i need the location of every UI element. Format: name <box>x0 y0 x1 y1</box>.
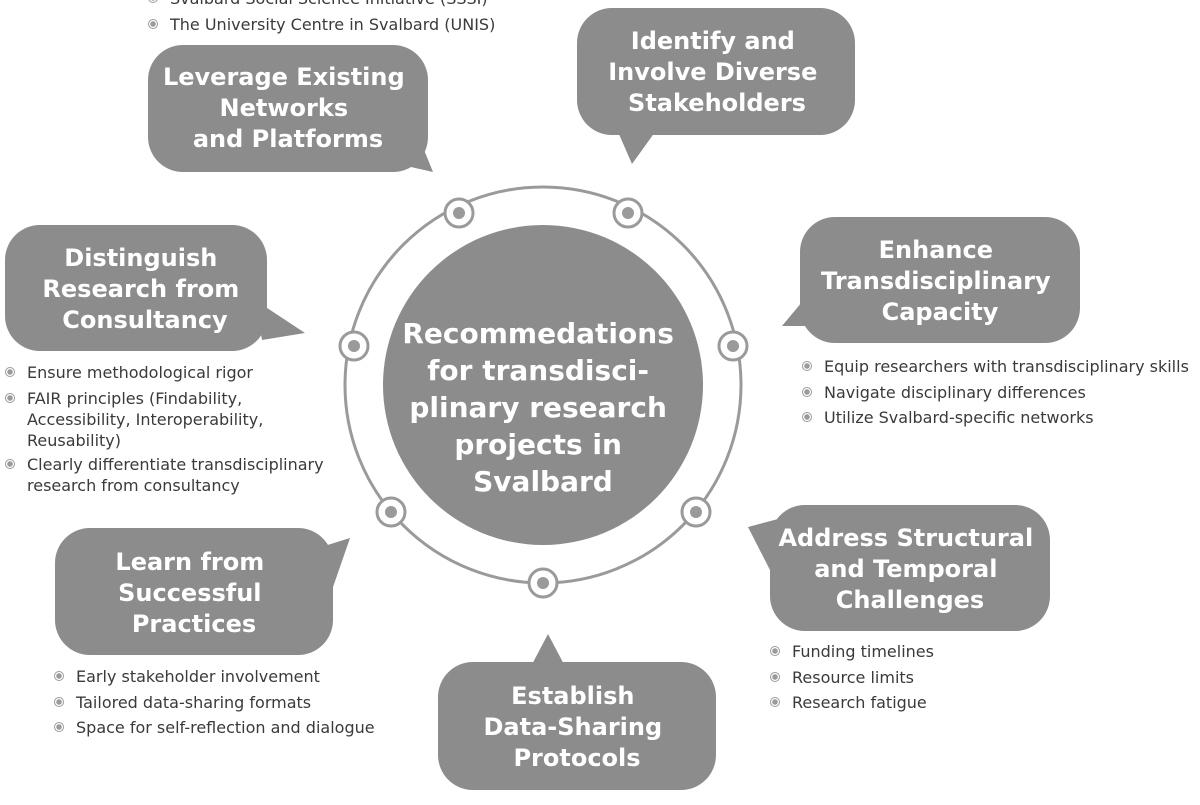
bullet-icon <box>5 458 15 469</box>
bubble-identify-stakeholders: Identify and Involve Diverse Stakeholder… <box>577 8 855 164</box>
list-item-text: Research fatigue <box>792 693 927 712</box>
ring-node-top-left <box>443 197 475 229</box>
list-item: The University Centre in Svalbard (UNIS) <box>146 12 495 38</box>
bubble-address-challenges: Address Structural and Temporal Challeng… <box>748 505 1050 631</box>
list-item-text: Early stakeholder involvement <box>76 667 320 686</box>
list-item: FAIR principles (Findability, Accessibil… <box>3 388 277 451</box>
list-item: Utilize Svalbard-specific networks <box>800 405 1189 431</box>
list-item: Tailored data-sharing formats <box>52 690 375 716</box>
ring-node-bottom-left <box>375 496 407 528</box>
bubble-identify-line: Stakeholders <box>628 89 806 117</box>
bubble-leverage-line: Networks <box>220 94 349 122</box>
list-item-text: Utilize Svalbard-specific networks <box>824 408 1094 427</box>
svg-text:Distinguish Research f: Distinguish Research from Consultancy <box>42 244 247 334</box>
bubble-learn-line: Practices <box>132 610 256 638</box>
bubble-address-line: and Temporal <box>814 555 997 583</box>
list-item: Ensure methodological rigor <box>3 360 343 386</box>
bullet-icon <box>54 722 64 732</box>
list-item: Early stakeholder involvement <box>52 664 375 690</box>
center-title-line: for transdisci- <box>427 354 649 387</box>
bullet-icon <box>54 671 64 681</box>
bubble-learn-line: Successful <box>118 579 261 607</box>
list-enhance: Equip researchers with transdisciplinary… <box>800 354 1189 431</box>
center-title-line: projects in <box>454 428 622 461</box>
bubble-establish-line: Establish <box>511 682 634 710</box>
bullet-icon <box>802 361 812 371</box>
list-item: Equip researchers with transdisciplinary… <box>800 354 1189 380</box>
bubble-learn-practices: Learn from Successful Practices <box>55 528 350 655</box>
ring-node-bottom-right <box>680 496 712 528</box>
bubble-establish-line: Protocols <box>513 744 640 772</box>
list-item-text: Space for self-reflection and dialogue <box>76 718 375 737</box>
center-title-line: plinary research <box>409 391 667 424</box>
ring-node-bottom <box>527 567 559 599</box>
bubble-address-line: Challenges <box>836 586 984 614</box>
bubble-establish-line: Data-Sharing <box>484 713 663 741</box>
list-learn: Early stakeholder involvement Tailored d… <box>52 664 375 741</box>
list-item: Research fatigue <box>768 690 934 716</box>
center-title: Recommedations for transdisci- plinary r… <box>402 317 683 498</box>
bubble-enhance-capacity: Enhance Transdisciplinary Capacity <box>782 217 1080 343</box>
list-item-text: Ensure methodological rigor <box>27 363 253 382</box>
bubble-distinguish-line: Research from <box>42 275 239 303</box>
list-distinguish: Ensure methodological rigor FAIR princip… <box>3 360 343 499</box>
bullet-icon <box>5 367 15 377</box>
list-item-text: Equip researchers with transdisciplinary… <box>824 357 1189 376</box>
bubble-leverage-line: Leverage Existing <box>163 63 405 91</box>
bubble-leverage-existing-networks: Leverage Existing Networks and Platforms <box>148 45 433 172</box>
bubble-enhance-line: Transdisciplinary <box>821 267 1051 295</box>
list-item-text: FAIR principles (Findability, Accessibil… <box>27 388 264 450</box>
list-item-text: Resource limits <box>792 667 914 687</box>
bullet-icon <box>770 671 780 682</box>
bullet-icon <box>802 386 812 397</box>
bubble-distinguish-line: Consultancy <box>62 306 228 334</box>
list-item: Clearly differentiate transdisciplinary … <box>3 454 342 496</box>
list-item-text: Funding timelines <box>792 642 934 661</box>
list-address: Funding timelines Resource limits Resear… <box>768 639 934 716</box>
list-item: Space for self-reflection and dialogue <box>52 715 375 741</box>
bullet-icon <box>5 392 15 403</box>
center-title-line: Recommedations <box>402 317 673 350</box>
svg-text:Identify and Involve D: Identify and Involve Diverse Stakeholder… <box>608 27 825 117</box>
ring-node-top-right <box>612 197 644 229</box>
list-item: Resource limits <box>768 665 934 691</box>
bubble-enhance-line: Enhance <box>879 236 993 264</box>
svg-text:Establish Data-Sharing: Establish Data-Sharing Protocols <box>484 682 671 772</box>
list-item-text: Tailored data-sharing formats <box>76 692 312 712</box>
list-item: Svalbard Social Science Initiative (SSSI… <box>146 0 495 12</box>
svg-text:Address Structural and: Address Structural and Temporal Challeng… <box>778 524 1041 614</box>
bullet-icon <box>770 646 780 656</box>
list-item-text: Navigate disciplinary differences <box>824 382 1086 402</box>
list-item-text: Svalbard Social Science Initiative (SSSI… <box>170 0 488 8</box>
bullet-icon <box>148 0 158 3</box>
bubble-learn-line: Learn from <box>115 548 264 576</box>
list-networks: Svalbard Social Science Initiative (SSSI… <box>146 0 495 37</box>
svg-text:Learn from Successful: Learn from Successful Practices <box>115 548 272 638</box>
list-item: Navigate disciplinary differences <box>800 380 1189 406</box>
bubble-identify-line: Identify and <box>631 27 795 55</box>
ring-node-left <box>338 330 370 362</box>
bubble-establish-protocols: Establish Data-Sharing Protocols <box>438 634 716 790</box>
bubble-enhance-line: Capacity <box>882 298 999 326</box>
svg-text:Enhance Transdisciplin: Enhance Transdisciplinary Capacity <box>821 236 1059 326</box>
bullet-icon <box>802 412 812 422</box>
bubble-address-line: Address Structural <box>778 524 1033 552</box>
center-title-line: Svalbard <box>473 465 613 498</box>
center-circle <box>383 225 703 545</box>
list-item: Funding timelines <box>768 639 934 665</box>
bullet-icon <box>54 696 64 707</box>
bullet-icon <box>148 18 158 29</box>
bubble-distinguish-line: Distinguish <box>64 244 217 272</box>
ring-node-right <box>717 330 749 362</box>
list-item-text: Clearly differentiate transdisciplinary … <box>27 454 324 495</box>
list-item-text: The University Centre in Svalbard (UNIS) <box>170 14 496 34</box>
bubble-leverage-line: and Platforms <box>193 125 383 153</box>
bubble-distinguish-research: Distinguish Research from Consultancy <box>5 225 305 351</box>
svg-text:Leverage Existing Netw: Leverage Existing Networks and Platforms <box>163 63 413 153</box>
bullet-icon <box>770 697 780 707</box>
bubble-identify-line: Involve Diverse <box>608 58 817 86</box>
